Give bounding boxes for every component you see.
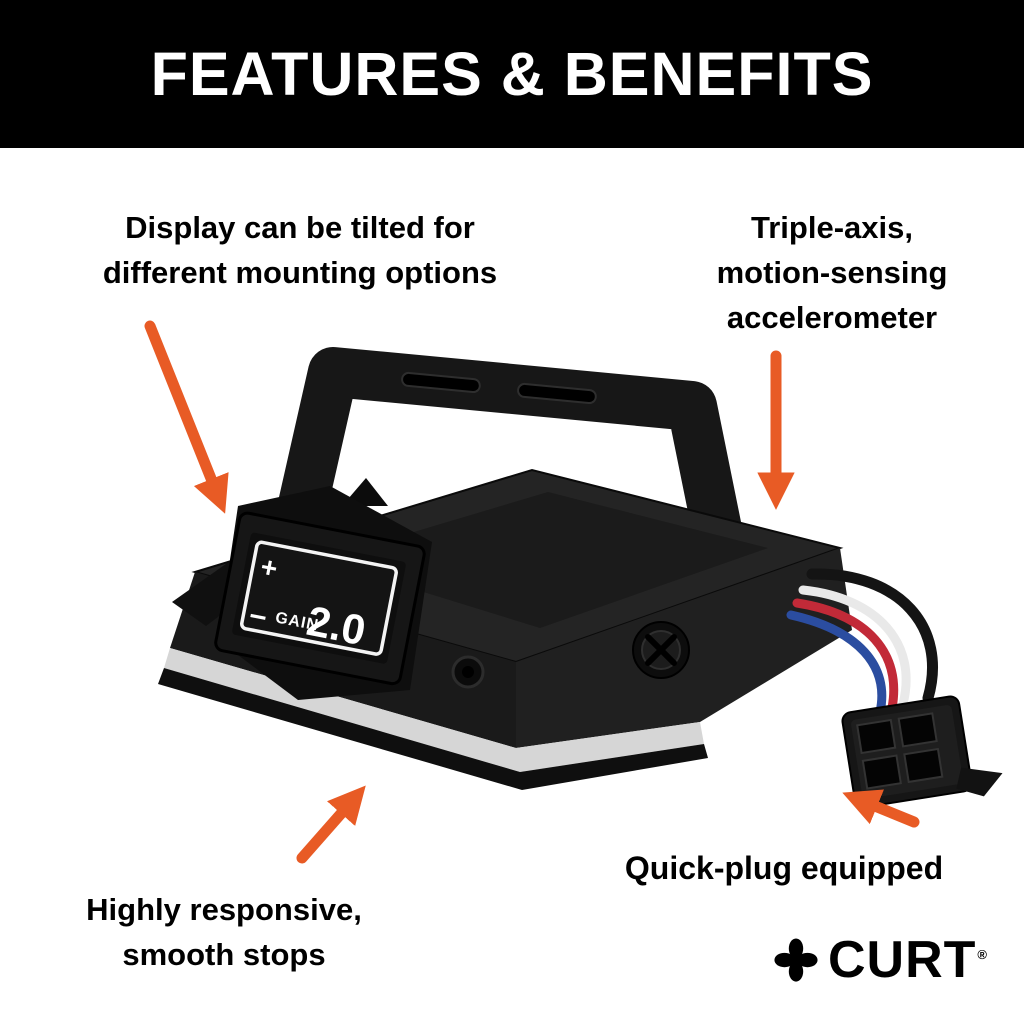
connector-pin-slot <box>861 754 902 790</box>
page-title: FEATURES & BENEFITS <box>150 40 874 108</box>
quick-plug-connector <box>841 695 1003 809</box>
callout-line: Quick-plug equipped <box>624 850 944 886</box>
curt-flower-icon <box>774 938 818 982</box>
callout-line: accelerometer <box>726 299 938 335</box>
display-plus: + <box>258 551 280 585</box>
wire-black <box>806 568 938 704</box>
mounting-screw <box>632 621 690 679</box>
brand-logo: CURT® <box>773 934 988 986</box>
silver-base-strip <box>164 648 704 772</box>
callout-line: Triple-axis, <box>751 210 913 245</box>
callout-line: smooth stops <box>122 936 326 972</box>
connector-pin-slot <box>897 712 938 748</box>
gain-display: + − GAIN 2.0 <box>214 486 432 700</box>
mounting-bracket <box>274 347 746 574</box>
callout-arrows <box>144 320 920 864</box>
bracket-slot <box>517 382 597 405</box>
brand-name: CURT® <box>828 934 988 986</box>
callout-line: Highly responsive, <box>86 892 362 927</box>
wire-red <box>792 598 899 713</box>
callout-quick-plug: Quick-plug equipped <box>556 845 1012 891</box>
arrow-to-underside <box>296 785 366 864</box>
features-benefits-banner: FEATURES & BENEFITS <box>0 0 1024 148</box>
registered-mark: ® <box>977 946 988 962</box>
gain-value: 2.0 <box>303 597 369 654</box>
connector-pin-slot <box>903 747 944 784</box>
callout-display-tilt: Display can be tilted for different moun… <box>30 206 570 296</box>
callout-accelerometer: Triple-axis, motion-sensing acceleromete… <box>636 206 1024 341</box>
connector-latch <box>956 767 1003 797</box>
callout-responsive: Highly responsive, smooth stops <box>16 888 432 978</box>
arrow-to-display <box>144 320 229 514</box>
callout-line: Display can be tilted for <box>125 210 475 245</box>
callout-line: different mounting options <box>102 254 498 290</box>
display-screen <box>240 540 398 656</box>
bracket-slot <box>401 371 481 394</box>
callout-line: motion-sensing <box>716 254 948 290</box>
wire-blue <box>786 610 887 717</box>
display-minus: − <box>246 600 270 636</box>
arrow-to-plug <box>842 789 920 828</box>
wire-harness <box>786 568 938 717</box>
wire-white <box>798 585 911 709</box>
connector-pin-slot <box>856 718 897 755</box>
brand-wordmark: CURT <box>827 931 977 989</box>
